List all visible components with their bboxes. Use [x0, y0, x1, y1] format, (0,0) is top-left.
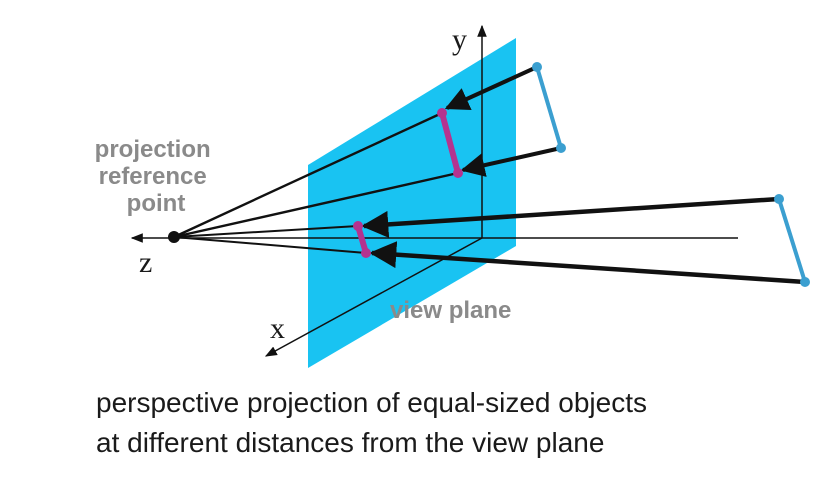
view-plane [308, 38, 516, 368]
reference-point-dot [168, 231, 180, 243]
far-object [777, 198, 807, 283]
projector-line [173, 171, 459, 239]
y-axis-label: y [452, 23, 467, 56]
near-object-endpoint [556, 143, 566, 153]
reference-point-label-line: projection [95, 136, 211, 163]
far-projection-endpoint [353, 221, 363, 231]
figure-caption: perspective projection of equal-sized ob… [96, 383, 816, 463]
reference-point-label: projection reference point [95, 136, 218, 217]
projection-arrow [444, 65, 538, 110]
view-plane-label: view plane [390, 297, 511, 324]
near-projection-endpoint [437, 108, 447, 118]
caption-line: perspective projection of equal-sized ob… [96, 387, 647, 418]
reference-point-label-line: point [127, 190, 186, 217]
projection-arrow [369, 241, 806, 285]
near-object-endpoint [532, 62, 542, 72]
far-object-endpoint [800, 277, 810, 287]
near-object [535, 66, 563, 149]
near-projection [439, 112, 461, 174]
far-object-endpoint [774, 194, 784, 204]
reference-point-label-line: reference [99, 163, 207, 190]
far-projection-endpoint [361, 248, 371, 258]
projector-line [173, 236, 367, 254]
projector-line [173, 111, 443, 239]
projection-arrow [361, 196, 780, 238]
projector-line [173, 225, 359, 238]
caption-line: at different distances from the view pla… [96, 427, 605, 458]
projection-arrow [460, 146, 562, 177]
x-axis-label: x [270, 312, 285, 345]
near-projection-endpoint [453, 168, 463, 178]
z-axis-label: z [139, 246, 152, 279]
